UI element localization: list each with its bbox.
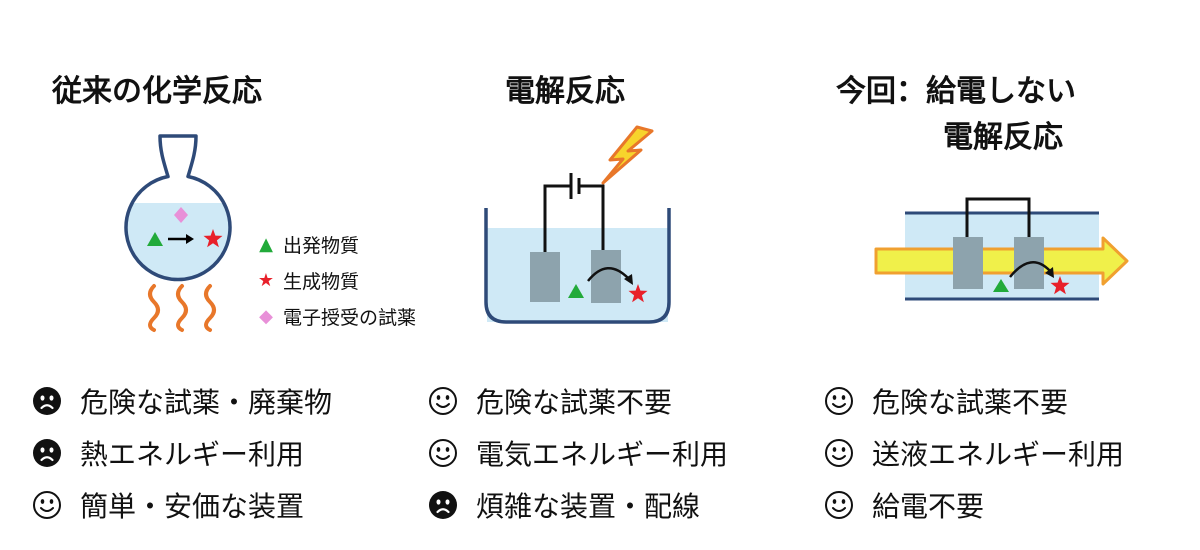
beaker-icon: [484, 208, 671, 324]
smiley-face-icon: [825, 387, 853, 415]
bipolar-electrode-left: [953, 237, 983, 289]
sad-face-icon: [33, 439, 61, 467]
point-text: 送液エネルギー利用: [872, 438, 1125, 471]
heat-wave-icon: [148, 284, 216, 332]
point-item: 危険な試薬不要: [428, 381, 672, 421]
sad-face-icon: [429, 491, 457, 519]
point-text: 簡単・安価な装置: [80, 490, 305, 523]
point-text: 危険な試薬不要: [872, 386, 1069, 419]
point-text: 熱エネルギー利用: [80, 438, 305, 471]
product-star-flow: [1050, 276, 1070, 295]
electrode-right: [591, 250, 621, 303]
electrolysis-title: 電解反応: [505, 74, 625, 109]
start-material-triangle-in-flask: [147, 232, 163, 246]
pink-diamond-icon: ◆: [259, 306, 273, 327]
smiley-face-icon: [825, 491, 853, 519]
point-text: 危険な試薬不要: [476, 386, 673, 419]
point-item: 危険な試薬不要: [824, 381, 1068, 421]
conventional-reaction-title: 従来の化学反応: [52, 74, 262, 109]
sad-face-icon: [33, 387, 61, 415]
point-item: 危険な試薬・廃棄物: [32, 381, 332, 421]
start-material-triangle-flow: [993, 279, 1009, 292]
point-text: 煩雑な装置・配線: [476, 490, 701, 523]
new-method-title-line1: 今回：給電しない: [836, 74, 1076, 109]
point-item: 電気エネルギー利用: [428, 433, 728, 473]
point-item: 給電不要: [824, 485, 984, 525]
flow-arrow-icon: [874, 236, 1129, 286]
product-star-beaker: [628, 284, 648, 303]
legend-product: ★ 生成物質: [255, 267, 359, 294]
start-material-triangle-beaker: [568, 284, 584, 298]
legend-start-material: ▲ 出発物質: [255, 231, 359, 258]
bipolar-wire: [965, 197, 1031, 237]
point-item: 煩雑な装置・配線: [428, 485, 700, 525]
green-triangle-icon: ▲: [259, 234, 273, 255]
electrode-left: [530, 252, 560, 302]
point-item: 熱エネルギー利用: [32, 433, 304, 473]
reagent-diamond-in-flask: [174, 207, 188, 223]
product-star-in-flask: [203, 229, 223, 248]
new-method-title-line2: 電解反応: [943, 120, 1063, 155]
legend-electron-reagent: ◆ 電子授受の試薬: [255, 303, 416, 330]
smiley-face-icon: [429, 387, 457, 415]
smiley-face-icon: [825, 439, 853, 467]
point-text: 給電不要: [872, 490, 985, 523]
point-item: 送液エネルギー利用: [824, 433, 1124, 473]
lightning-bolt-icon: [601, 125, 654, 185]
smiley-face-icon: [429, 439, 457, 467]
point-item: 簡単・安価な装置: [32, 485, 304, 525]
point-text: 危険な試薬・廃棄物: [80, 386, 333, 419]
wiring-and-battery: [543, 173, 605, 252]
red-star-icon: ★: [257, 270, 275, 291]
point-text: 電気エネルギー利用: [476, 438, 729, 471]
smiley-face-icon: [33, 491, 61, 519]
